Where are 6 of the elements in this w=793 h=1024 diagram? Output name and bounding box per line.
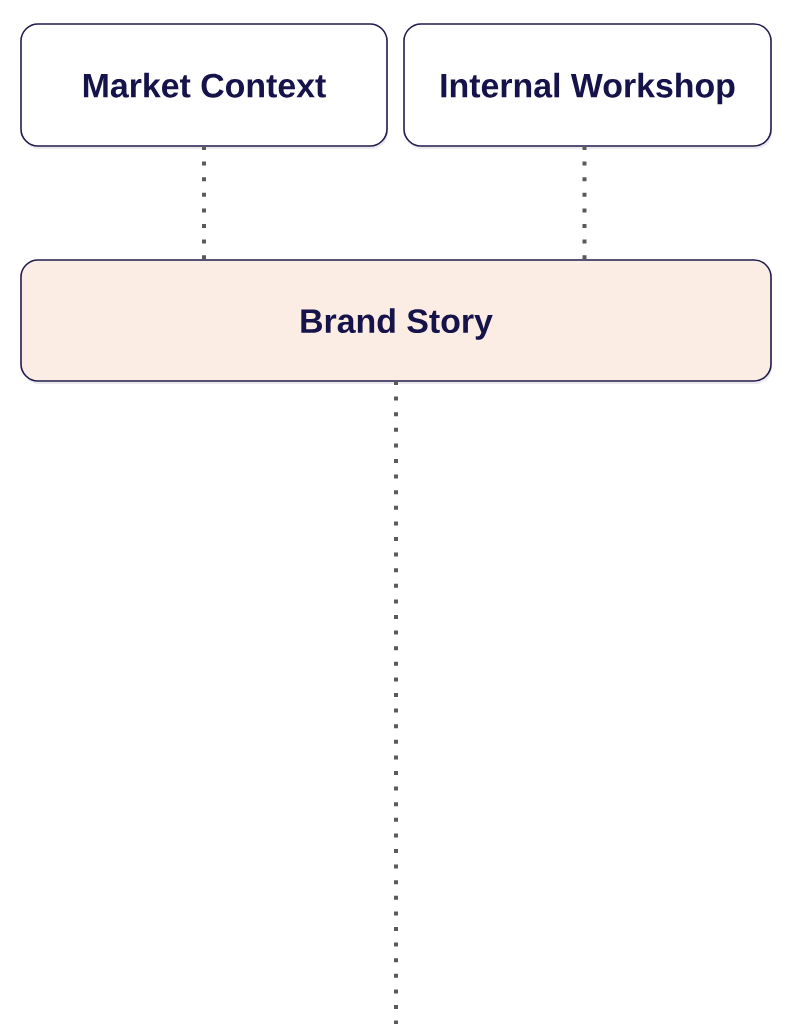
process-box: Internal Workshop — [403, 23, 772, 149]
connector-line — [582, 146, 587, 260]
connector-line — [202, 146, 206, 260]
connector-line — [394, 381, 398, 1024]
process-box: Brand Story — [20, 259, 772, 384]
process-box: Market Context — [20, 23, 388, 149]
